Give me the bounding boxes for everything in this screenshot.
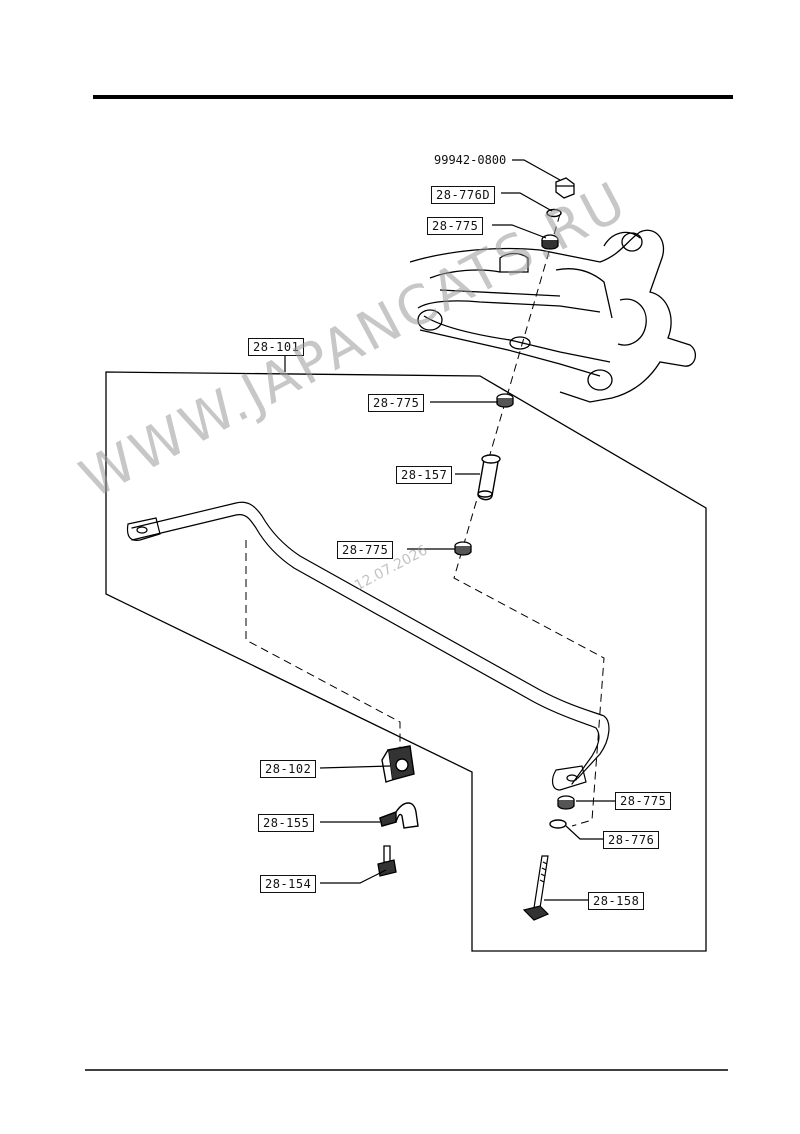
label-28-158: 28-158 — [588, 892, 645, 910]
label-28-775-link-upper: 28-775 — [368, 394, 425, 412]
label-99942-0800: 99942-0800 — [434, 153, 507, 167]
label-28-775-top: 28-775 — [427, 217, 484, 235]
bolt-28-158 — [524, 856, 548, 920]
label-28-776D: 28-776D — [431, 186, 496, 204]
spacer-28-157 — [478, 455, 500, 500]
bushing-28-775-top — [542, 235, 558, 249]
label-28-102: 28-102 — [260, 760, 317, 778]
assembly-outline — [106, 372, 706, 951]
label-28-101: 28-101 — [248, 338, 305, 356]
label-28-157: 28-157 — [396, 466, 453, 484]
bushing-28-102 — [382, 746, 414, 782]
label-28-154: 28-154 — [260, 875, 317, 893]
bracket-28-155 — [380, 803, 418, 828]
washer-28-776D — [547, 210, 561, 217]
label-28-776: 28-776 — [603, 831, 660, 849]
label-28-775-bottom: 28-775 — [615, 792, 672, 810]
nut-99942-0800 — [556, 178, 574, 198]
washer-28-776 — [550, 820, 566, 828]
bushing-28-775-link-lower — [455, 542, 471, 555]
suspension-arm — [410, 230, 695, 402]
bushing-28-775-bottom — [558, 796, 574, 809]
label-28-155: 28-155 — [258, 814, 315, 832]
label-28-775-link-lower: 28-775 — [337, 541, 394, 559]
bolt-28-154 — [378, 846, 396, 876]
leader-lines — [285, 160, 615, 900]
bushing-28-775-link-upper — [497, 394, 513, 407]
stabilizer-bar — [128, 502, 609, 790]
